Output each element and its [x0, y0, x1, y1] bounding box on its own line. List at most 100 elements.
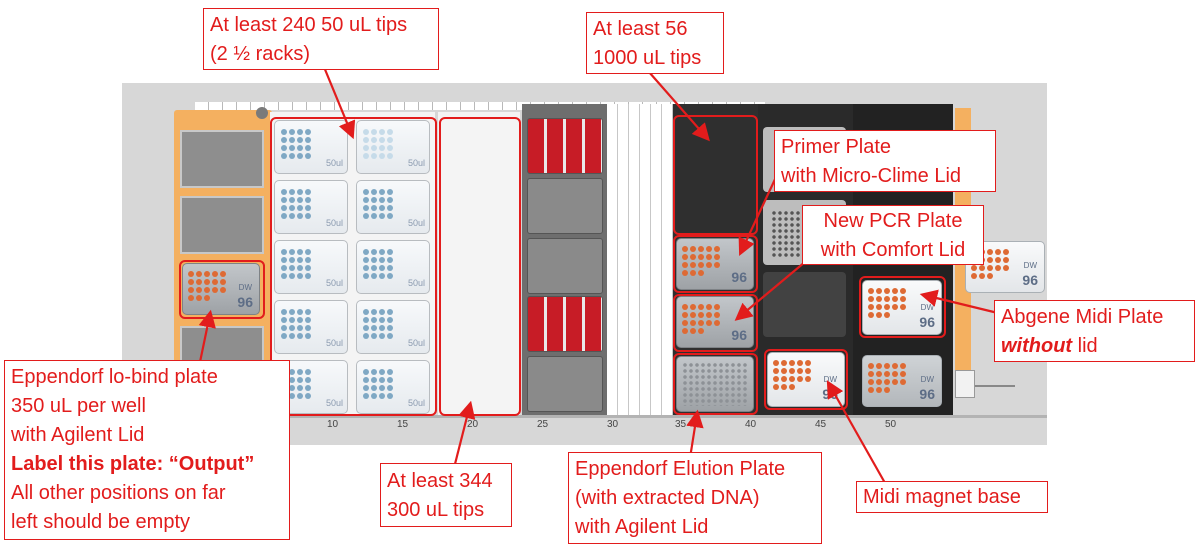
reagent-reservoir — [527, 296, 603, 352]
deck-tick: 35 — [675, 419, 687, 430]
callout-50ul-tips: At least 240 50 uL tips (2 ½ racks) — [203, 8, 439, 70]
empty-reservoir-slot — [527, 238, 603, 294]
tipbox-50ul: 50ul — [274, 240, 348, 294]
callout-line: At least 344 — [387, 470, 493, 492]
tip-label: 50ul — [407, 398, 425, 408]
empty-reservoir-slot — [527, 178, 603, 234]
callout-line: (with extracted DNA) — [575, 487, 760, 509]
deck-tick: 10 — [327, 419, 339, 430]
highlight-magnet-base — [764, 349, 848, 410]
highlight-50ul-tips — [270, 117, 437, 416]
callout-line: without lid — [1001, 335, 1098, 357]
tip-label: 50ul — [325, 278, 343, 288]
callout-line: Eppendorf lo-bind plate — [11, 366, 218, 388]
empty-reservoir-slot — [527, 356, 603, 412]
plate-dw-label: DW — [823, 375, 837, 384]
plate-wells — [868, 288, 908, 318]
right-device — [955, 370, 975, 398]
right-plate-upper: DW 96 — [965, 241, 1045, 293]
highlight-abgene-midi — [859, 276, 946, 338]
tip-label: 50ul — [407, 278, 425, 288]
callout-primer-plate: Primer Plate with Micro-Clime Lid — [774, 130, 996, 192]
deck-tick: 15 — [397, 419, 409, 430]
middle-slot-3 — [763, 272, 846, 337]
highlight-output-plate — [179, 260, 265, 319]
deck-tick: 50 — [885, 419, 897, 430]
callout-line: Midi magnet base — [863, 486, 1021, 508]
callout-line: left should be empty — [11, 511, 190, 533]
tip-label: 50ul — [325, 158, 343, 168]
callout-line: with Micro-Clime Lid — [781, 165, 962, 187]
highlight-300ul-tips — [439, 117, 521, 416]
callout-line: All other positions on far — [11, 482, 226, 504]
tip-grid — [281, 129, 315, 159]
plate-dw-label: DW — [238, 283, 252, 292]
callout-line: Abgene Midi Plate — [1001, 306, 1164, 328]
tip-grid — [363, 309, 397, 339]
right-rail — [975, 385, 1015, 387]
deck-top-rail — [195, 102, 765, 110]
plate-96-label: 96 — [237, 294, 253, 310]
callout-line: 300 uL tips — [387, 499, 485, 521]
tip-grid — [363, 189, 397, 219]
plate-96-label: 96 — [731, 327, 747, 343]
tipbox-50ul: 50ul — [356, 300, 430, 354]
plate-wells — [188, 271, 228, 301]
callout-line: with Comfort Lid — [820, 239, 966, 261]
highlight-pcr-plate-2 — [673, 294, 758, 352]
callout-line: Primer Plate — [781, 136, 892, 158]
reagent-reservoir — [527, 118, 603, 174]
deck-tick: 40 — [745, 419, 757, 430]
plate-wells — [682, 246, 722, 276]
tip-label: 50ul — [407, 338, 425, 348]
callout-line: At least 56 — [593, 18, 688, 40]
plate-wells — [682, 304, 722, 334]
right-plate-lower: DW 96 — [862, 355, 942, 407]
deck-tick: 45 — [815, 419, 827, 430]
tipbox-50ul: 50ul — [356, 240, 430, 294]
callout-elution-plate: Eppendorf Elution Plate (with extracted … — [568, 452, 822, 544]
plate-wells — [868, 363, 908, 393]
callout-300ul-tips: At least 344 300 uL tips — [380, 463, 512, 527]
plate-96-label: 96 — [919, 386, 935, 402]
callout-magnet-base: Midi magnet base — [856, 481, 1048, 513]
tip-label: 50ul — [407, 158, 425, 168]
plate-96-label: 96 — [1022, 272, 1038, 288]
callout-output-plate: Eppendorf lo-bind plate 350 uL per well … — [4, 360, 290, 540]
carrier-knob — [256, 107, 268, 119]
tip-grid — [363, 129, 397, 159]
callout-line: New PCR Plate — [823, 210, 963, 232]
tip-label: 50ul — [407, 218, 425, 228]
tipbox-50ul: 50ul — [356, 360, 430, 414]
tip-grid — [363, 369, 397, 399]
callout-line: with Agilent Lid — [575, 516, 709, 538]
deck-tick: 20 — [467, 419, 479, 430]
plate-dw-label: DW — [920, 375, 934, 384]
tip-grid — [363, 249, 397, 279]
elution-wells — [682, 362, 748, 406]
tip-label: 50ul — [325, 338, 343, 348]
tipbox-50ul: 50ul — [356, 180, 430, 234]
callout-line: (2 ½ racks) — [210, 43, 311, 65]
tip-label: 50ul — [325, 398, 343, 408]
highlight-pcr-plate-1 — [673, 235, 758, 293]
left-carrier-slot-2 — [180, 196, 264, 254]
callout-line: At least 240 50 uL tips — [210, 14, 408, 36]
deck-tick: 30 — [607, 419, 619, 430]
tip-grid — [281, 249, 315, 279]
callout-1000ul-tips: At least 56 1000 uL tips — [586, 12, 724, 74]
callout-line-bold: Label this plate: “Output” — [11, 453, 255, 475]
callout-abgene-midi: Abgene Midi Plate without lid — [994, 300, 1195, 362]
deck-bottom-rail — [122, 415, 1047, 418]
highlight-1000ul-tips — [673, 115, 758, 235]
plate-96-label: 96 — [919, 314, 935, 330]
highlight-elution-plate — [673, 353, 758, 415]
callout-line: 1000 uL tips — [593, 47, 702, 69]
deck-tick: 25 — [537, 419, 549, 430]
callout-line: Eppendorf Elution Plate — [575, 458, 786, 480]
plate-dw-label: DW — [1023, 261, 1037, 270]
callout-line: with Agilent Lid — [11, 424, 145, 446]
empty-lanes — [607, 104, 673, 415]
callout-new-pcr-plate: New PCR Plate with Comfort Lid — [802, 205, 984, 265]
callout-line: 350 uL per well — [11, 395, 146, 417]
